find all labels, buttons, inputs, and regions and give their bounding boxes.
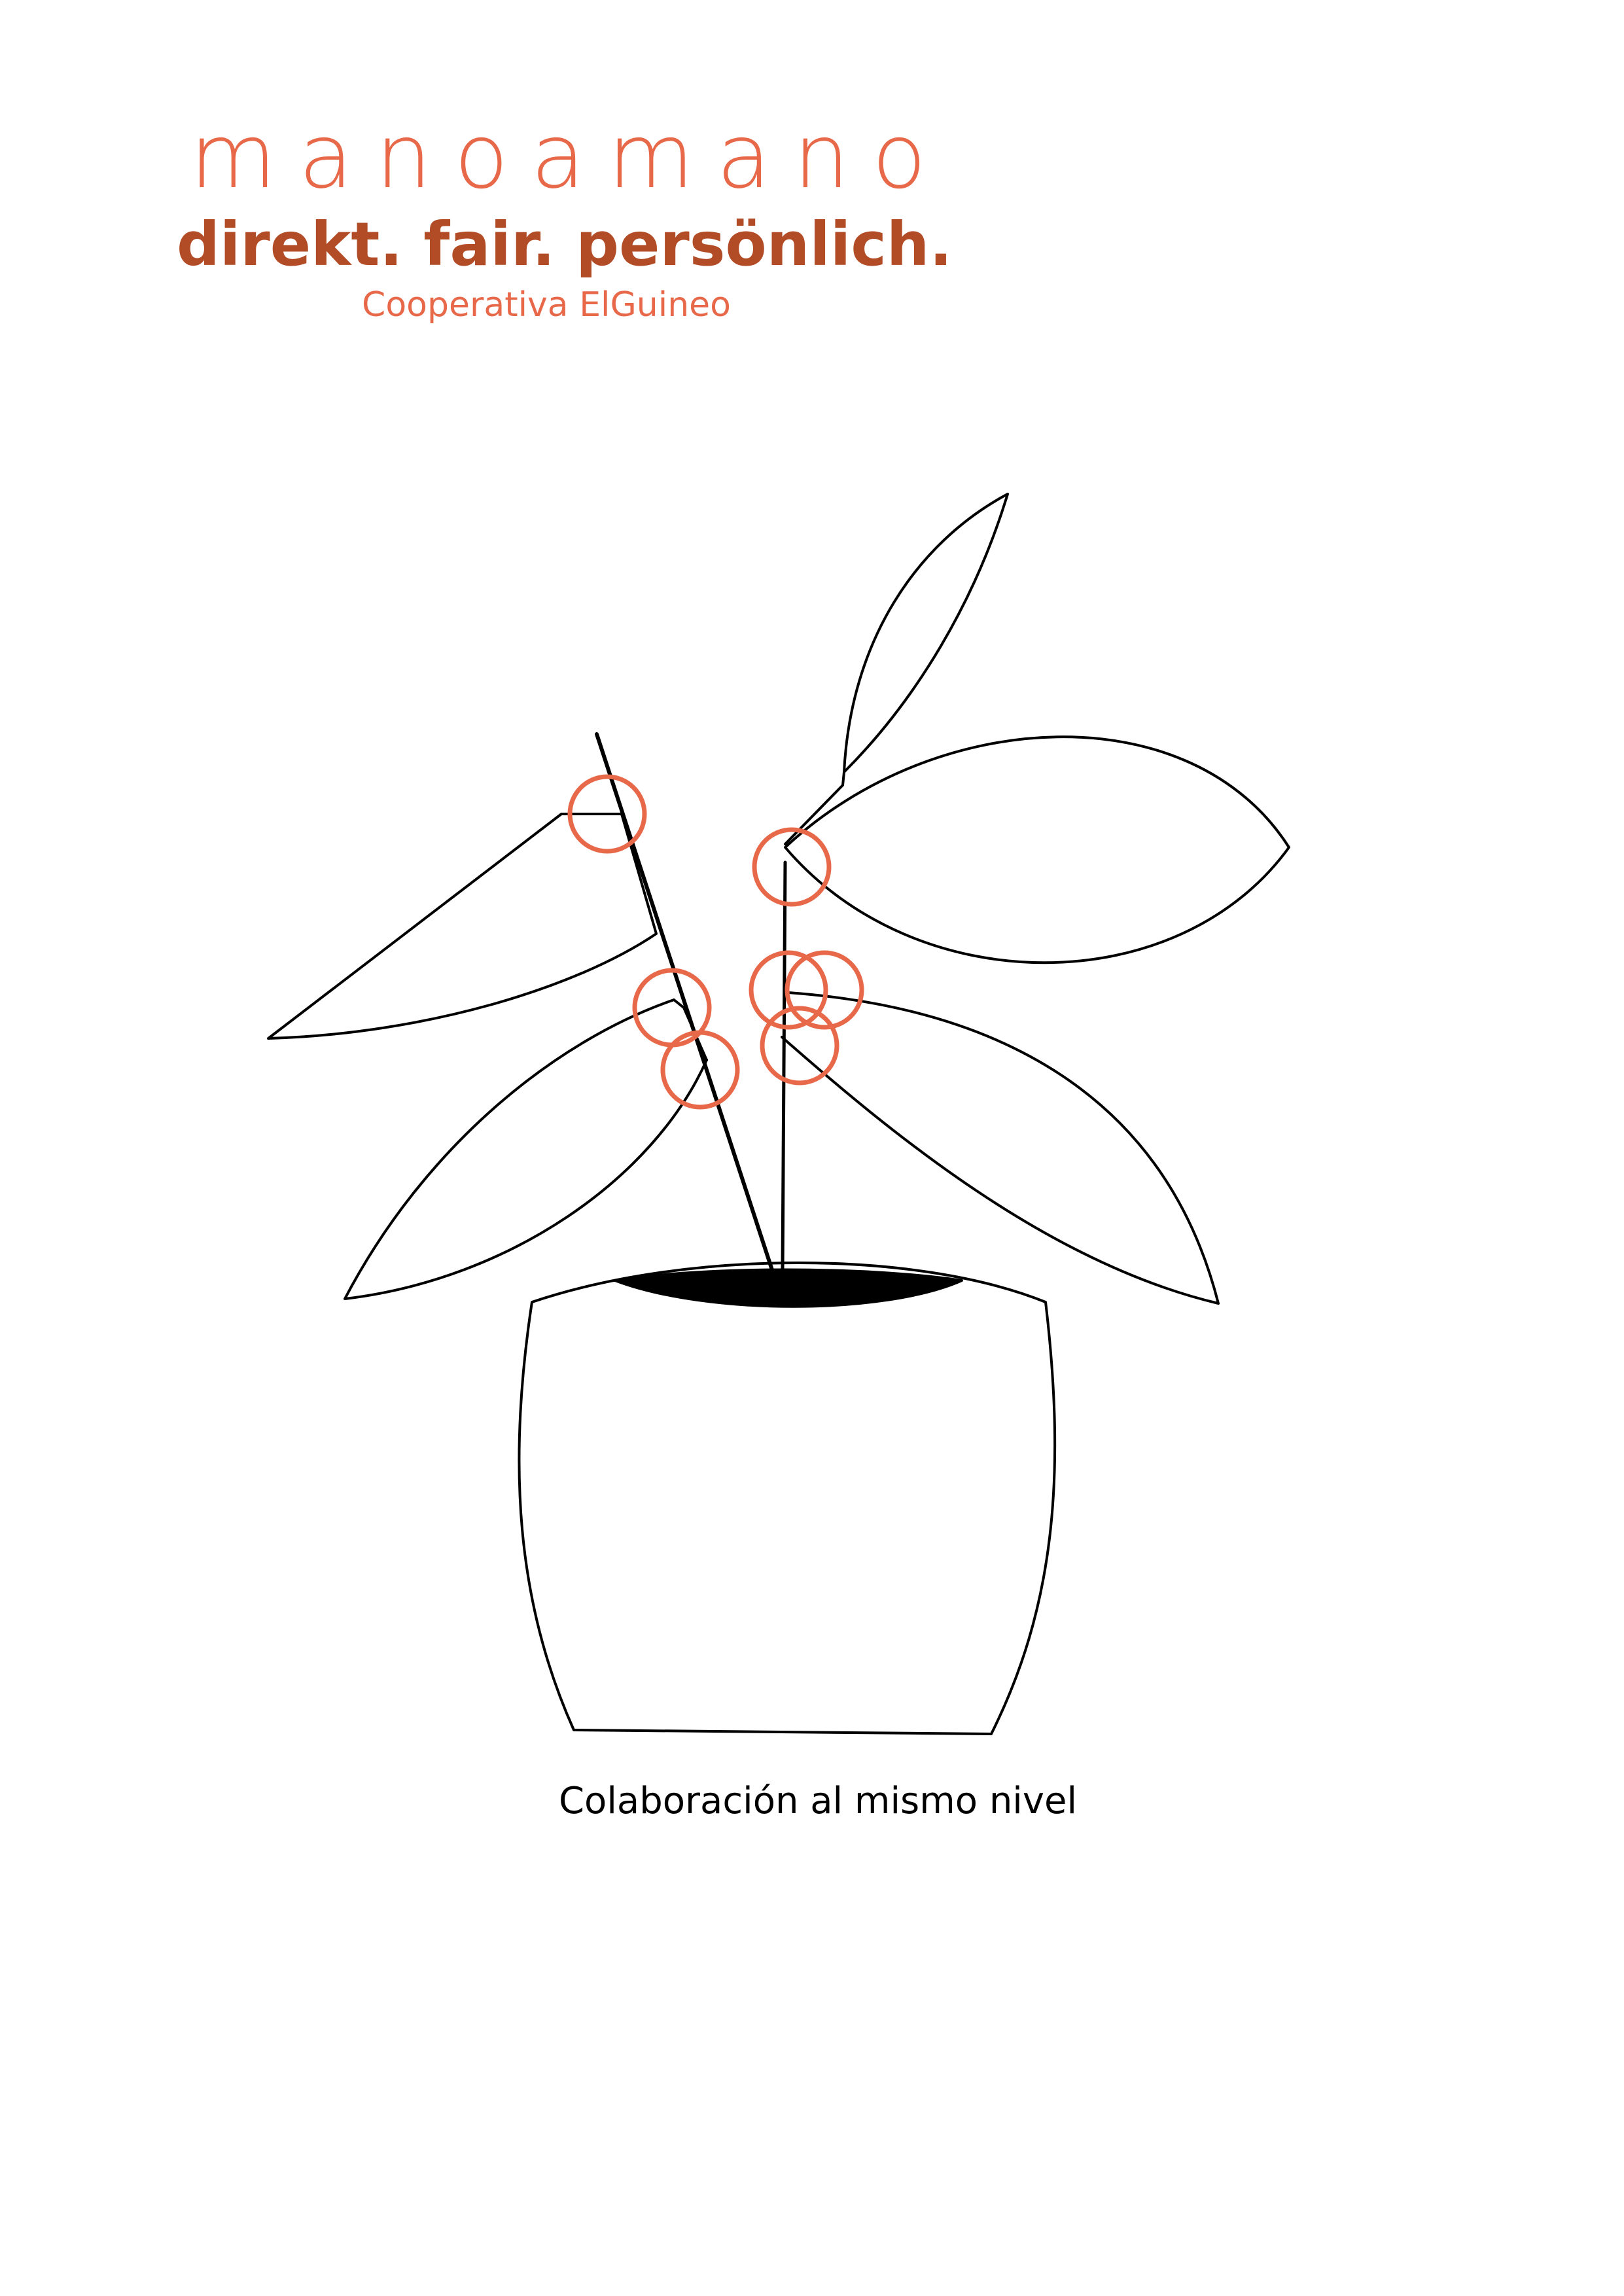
leaf-lower-right xyxy=(781,991,1220,1305)
connection-circle-icon xyxy=(752,827,832,907)
left-stem xyxy=(595,732,776,1278)
connection-circle-icon xyxy=(567,774,647,854)
connection-circle-icon xyxy=(760,1006,839,1086)
cooperative-name: Cooperativa ElGuineo xyxy=(362,285,731,325)
leaf-top xyxy=(843,493,1009,773)
leaf-upper-right xyxy=(784,735,1290,964)
pot-body xyxy=(518,1262,1057,1735)
connection-circle-icon xyxy=(749,950,828,1030)
leaf-top-stalk xyxy=(784,771,845,845)
connection-points xyxy=(567,774,864,1110)
brand-logo: manoamano xyxy=(190,105,949,209)
pot-soil xyxy=(614,1268,963,1308)
leaf-lower-left-join xyxy=(673,998,708,1061)
connection-circle-icon xyxy=(660,1030,740,1110)
right-stem xyxy=(781,860,787,1271)
header: manoamano direkt. fair. persönlich. Coop… xyxy=(0,0,1624,340)
tagline: direkt. fair. persönlich. xyxy=(177,209,953,279)
leaf-upper-left xyxy=(267,813,658,1040)
leaf-lower-left xyxy=(344,998,708,1300)
caption: Colaboración al mismo nivel xyxy=(558,1780,1078,1822)
connection-circle-icon xyxy=(785,950,864,1030)
